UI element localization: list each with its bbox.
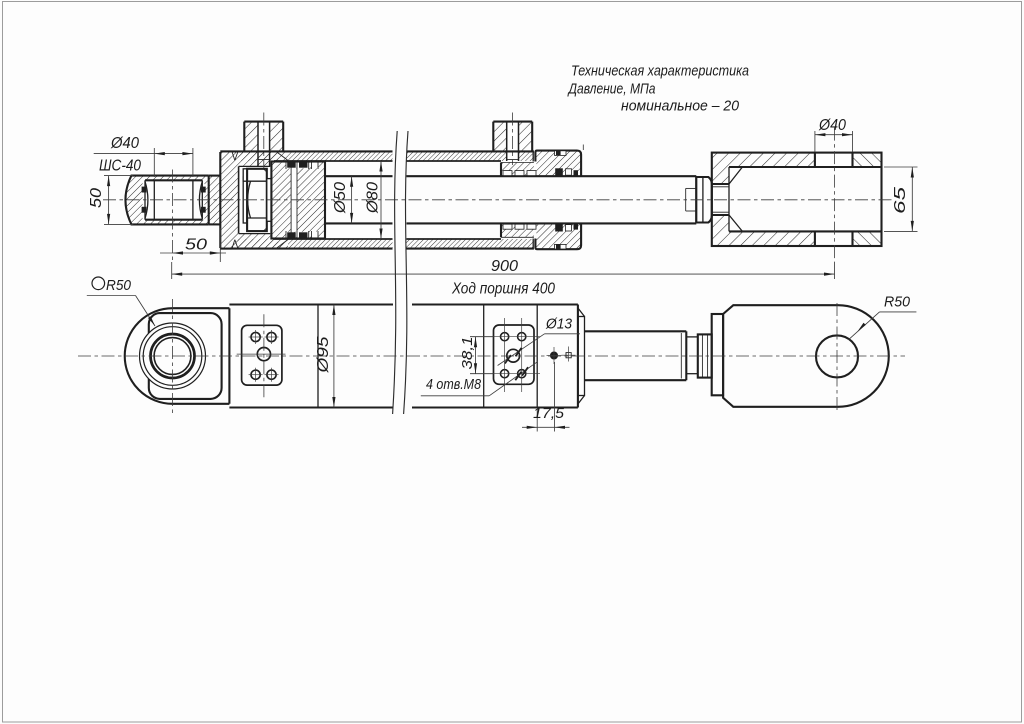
svg-text:номинальное – 20: номинальное – 20: [621, 98, 740, 115]
svg-text:Ø50: Ø50: [332, 182, 349, 214]
svg-text:Ø80: Ø80: [365, 182, 382, 214]
svg-text:Техническая характеристика: Техническая характеристика: [571, 63, 749, 80]
svg-text:Ø40: Ø40: [110, 135, 139, 152]
svg-text:R50: R50: [106, 277, 132, 294]
svg-text:Давление, МПа: Давление, МПа: [567, 81, 656, 98]
svg-text:38,1: 38,1: [459, 337, 476, 370]
svg-text:4 отв.М8: 4 отв.М8: [426, 376, 482, 393]
svg-text:ШС-40: ШС-40: [99, 158, 141, 175]
svg-text:R50: R50: [884, 294, 911, 311]
svg-text:Ø40: Ø40: [818, 117, 846, 134]
svg-text:Ход поршня 400: Ход поршня 400: [451, 281, 555, 298]
svg-text:900: 900: [491, 258, 518, 275]
svg-text:50: 50: [88, 188, 105, 208]
svg-text:Ø95: Ø95: [315, 336, 332, 374]
svg-text:17,5: 17,5: [533, 405, 565, 422]
svg-text:50: 50: [185, 237, 207, 254]
svg-text:65: 65: [892, 186, 909, 214]
svg-text:Ø13: Ø13: [545, 316, 573, 333]
